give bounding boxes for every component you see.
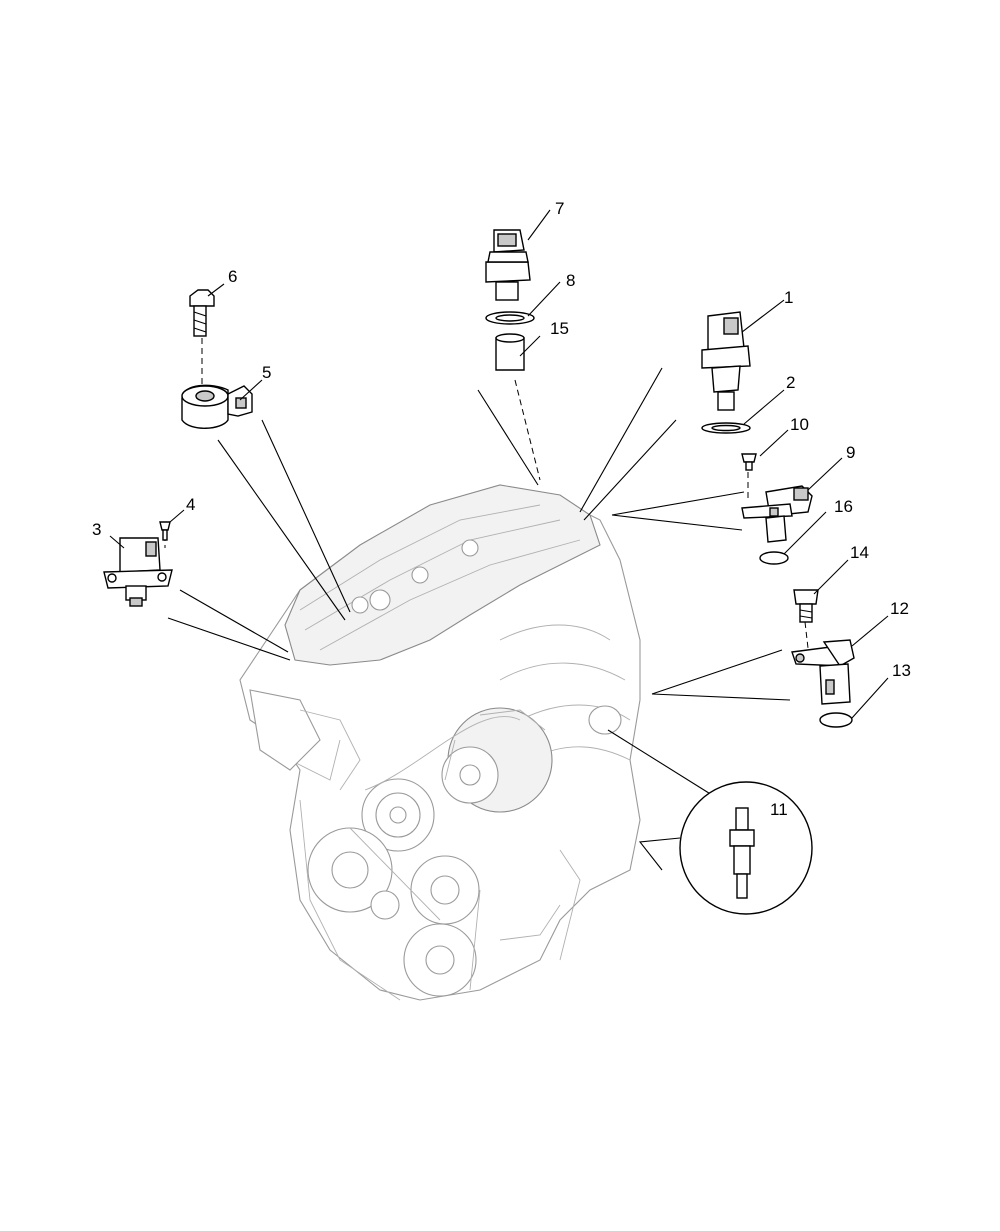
callout-15: 15 bbox=[550, 319, 569, 338]
part-12-crank-sensor bbox=[791, 639, 855, 705]
callout-3: 3 bbox=[92, 520, 101, 539]
callout-leaders bbox=[109, 209, 889, 719]
callout-11: 11 bbox=[770, 800, 788, 819]
callout-14: 14 bbox=[850, 543, 869, 562]
part-8-washer bbox=[485, 311, 535, 325]
callout-numbers: 1 2 3 4 5 6 7 8 9 10 11 12 13 14 15 16 bbox=[92, 199, 911, 819]
engine-block bbox=[239, 484, 641, 1001]
callout-6: 6 bbox=[228, 267, 237, 286]
callout-10: 10 bbox=[790, 415, 809, 434]
callout-4: 4 bbox=[186, 495, 195, 514]
callout-7: 7 bbox=[555, 199, 564, 218]
callout-8: 8 bbox=[566, 271, 575, 290]
part-4-screw bbox=[159, 521, 171, 541]
callout-9: 9 bbox=[846, 443, 855, 462]
callout-12: 12 bbox=[890, 599, 909, 618]
part-1-temperature-sensor bbox=[701, 311, 751, 411]
part-2-seal bbox=[701, 422, 751, 434]
part-16-o-ring bbox=[759, 551, 789, 565]
part-11-oxygen-sensor bbox=[679, 781, 813, 915]
part-9-camshaft-sensor bbox=[741, 485, 813, 543]
callout-13: 13 bbox=[892, 661, 911, 680]
part-14-bolt bbox=[793, 589, 819, 623]
callout-16: 16 bbox=[834, 497, 853, 516]
part-6-bolt bbox=[189, 289, 215, 337]
part-7-pressure-switch bbox=[485, 229, 531, 301]
leader-lines bbox=[164, 338, 809, 871]
part-10-screw bbox=[741, 453, 757, 471]
callout-2: 2 bbox=[786, 373, 795, 392]
part-13-o-ring bbox=[819, 712, 853, 728]
part-3-map-sensor bbox=[103, 537, 173, 607]
callout-5: 5 bbox=[262, 363, 271, 382]
part-5-knock-sensor bbox=[181, 384, 253, 429]
part-15-sleeve bbox=[495, 333, 525, 371]
callout-1: 1 bbox=[784, 288, 793, 307]
